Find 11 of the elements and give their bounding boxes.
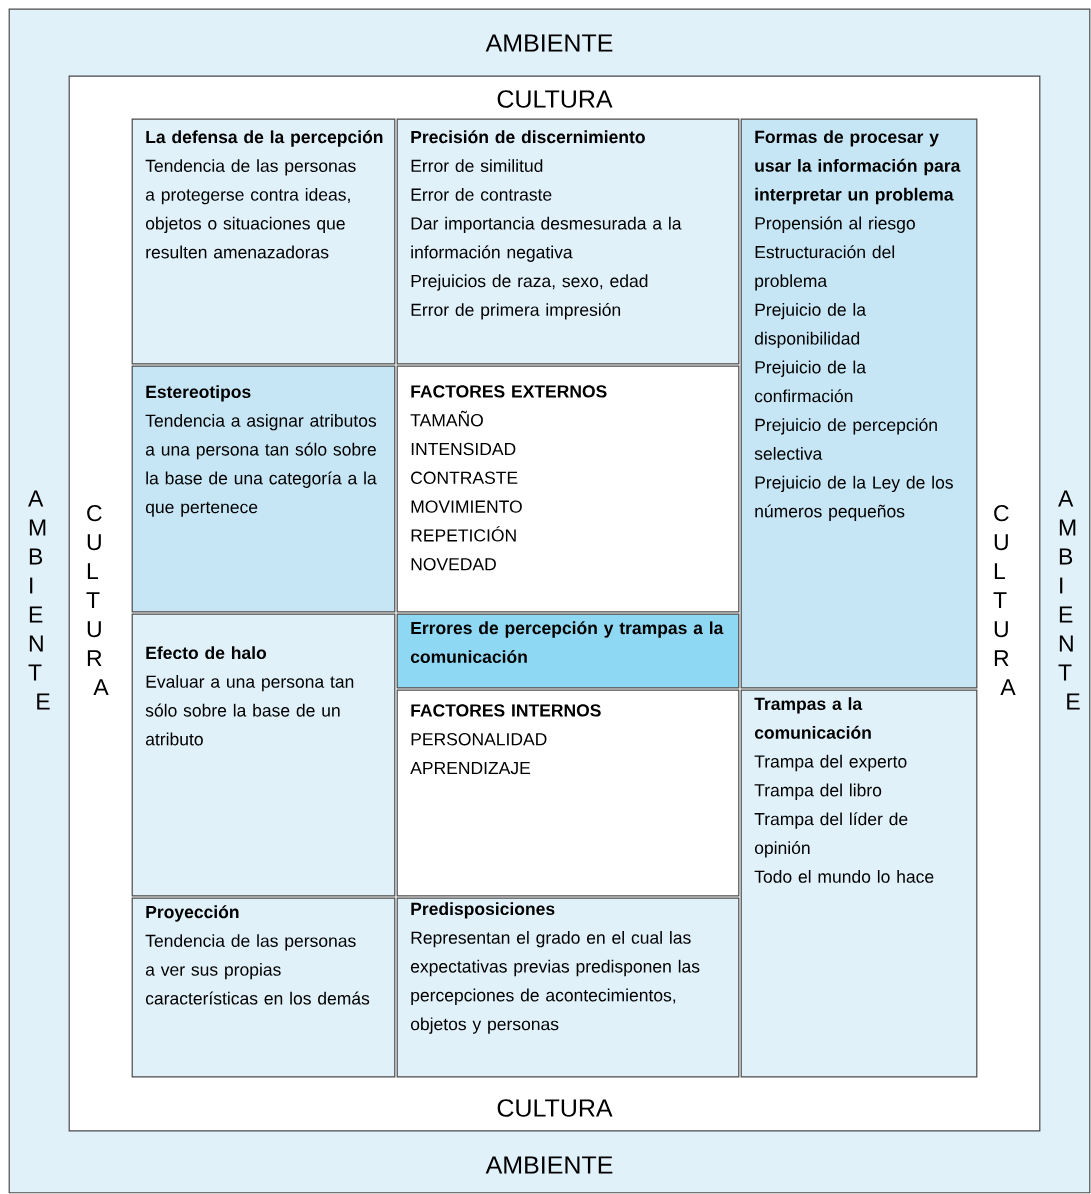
text-cell: FACTORES INTERNOS PERSONALIDAD APRENDIZAJE	[396, 689, 740, 897]
text-cell: Precisión de discernimiento Error de similitud Error de contraste Dar importancia desmesurada a la información negativa Prejuicios de raza, sexo, edad Error de primera impresión	[396, 118, 740, 365]
text-cell: Proyección Tendencia de las personas a ver sus propias características en los demás	[131, 897, 396, 1078]
text-cell: Efecto de halo Evaluar a una persona tan sólo sobre la base de un atributo	[131, 613, 396, 897]
text-cell: Trampas a la comunicación Trampa del experto Trampa del libro Trampa del líder de opinión Todo el mundo lo hace	[740, 689, 978, 1078]
text-cell: Predisposiciones Representan el grado en el cual las expectativas previas predisponen las percepciones de acontecimientos, objetos y personas	[396, 897, 740, 1078]
text-cell: FACTORES EXTERNOS TAMAÑO INTENSIDAD CONTRASTE MOVIMIENTO REPETICIÓN NOVEDAD	[396, 365, 740, 613]
text-cell: Estereotipos Tendencia a asignar atributos a una persona tan sólo sobre la base de una categoría a la que pertenece	[131, 365, 396, 613]
text-cell: Formas de procesar y usar la información para interpretar un problema Propensión al riesgo Estructuración del problema Prejuicio de la disponibilidad Prejuicio de la confirmación Prejuicio de percepción selectiva Prejuicio de la Ley de los números pequeños	[740, 118, 978, 689]
text-cell: La defensa de la percepción Tendencia de las personas a protegerse contra ideas, objetos o situaciones que resulten amenazadoras	[131, 118, 396, 365]
text-cell: Errores de percepción y trampas a la comunicación	[396, 613, 740, 689]
